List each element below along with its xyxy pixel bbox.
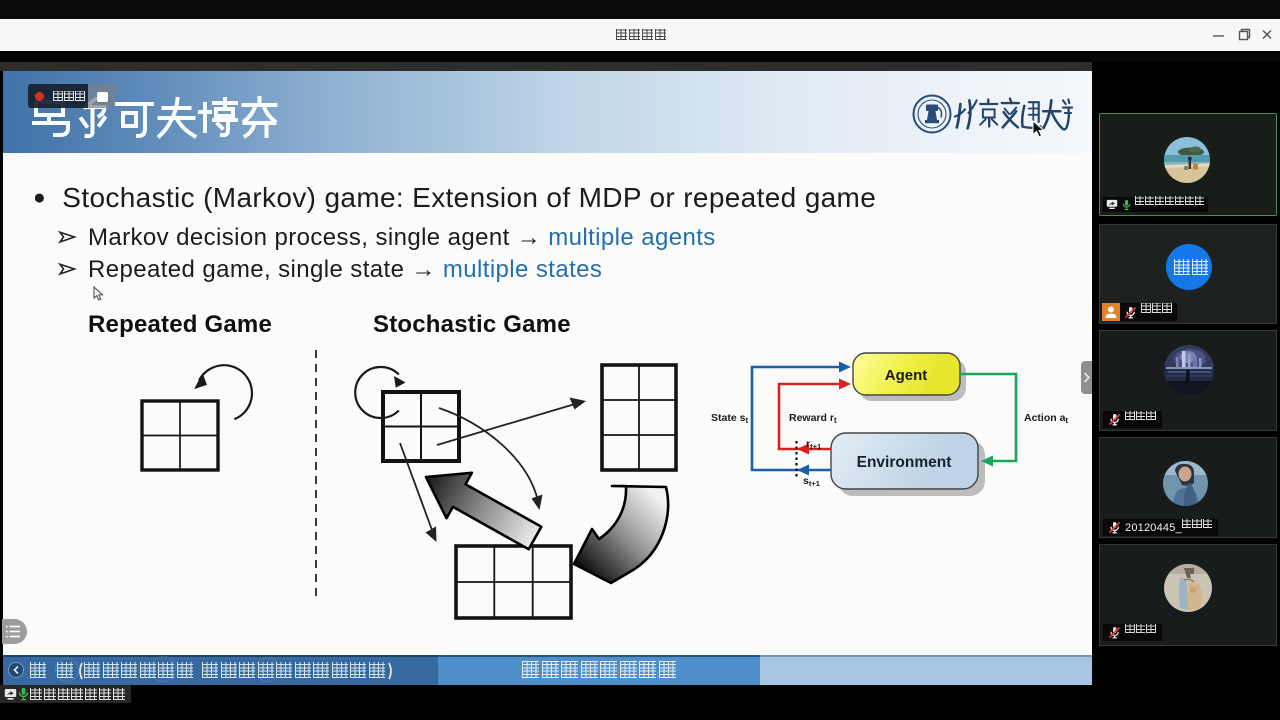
- svg-text:st+1: st+1: [803, 475, 820, 488]
- svg-text:Agent: Agent: [885, 367, 928, 384]
- svg-text:Environment: Environment: [857, 454, 952, 471]
- svg-text:rt+1: rt+1: [806, 438, 821, 451]
- svg-text:Action at: Action at: [1024, 412, 1068, 425]
- svg-text:Reward rt: Reward rt: [789, 412, 837, 425]
- svg-text:State st: State st: [711, 412, 748, 425]
